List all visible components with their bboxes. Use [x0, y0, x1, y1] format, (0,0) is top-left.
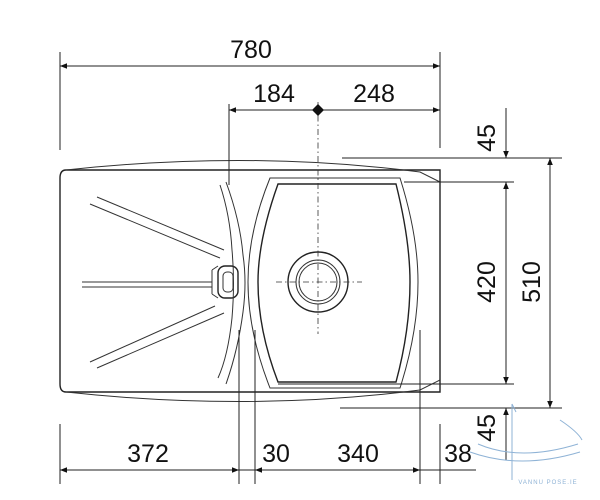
gap-width-label: 30 — [262, 440, 290, 468]
overall-depth-label: 510 — [518, 261, 546, 303]
drainer-grooves — [82, 196, 225, 369]
drain-offset-right-label: 248 — [353, 80, 395, 108]
drainer-width-label: 372 — [127, 440, 169, 468]
bowl — [247, 177, 419, 389]
sink-outline — [59, 159, 441, 403]
watermark-text: VANNU POSE.IE — [518, 480, 577, 486]
drain-offset-left-label: 184 — [253, 80, 295, 108]
bowl-divider — [217, 181, 246, 385]
overall-width-label: 780 — [230, 36, 272, 64]
bowl-width-label: 340 — [337, 440, 379, 468]
bowl-depth-label: 420 — [473, 261, 501, 303]
rim-right-label: 38 — [444, 440, 472, 468]
watermark-logo: VANNU POSE.IE — [469, 403, 583, 486]
drain-offset-midpoint-arrows — [312, 104, 324, 116]
overflow-slot — [211, 265, 239, 299]
rim-bottom-label: 45 — [473, 414, 501, 442]
rim-top-label: 45 — [473, 124, 501, 152]
